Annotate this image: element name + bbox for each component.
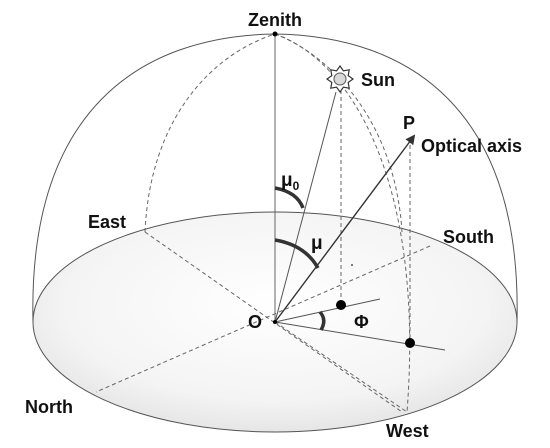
optical-axis-ground-projection: [405, 338, 415, 348]
mu0-label: μ0: [281, 170, 300, 193]
zenith-label: Zenith: [248, 10, 302, 30]
mu0-label-base: μ: [281, 170, 293, 191]
sun-icon: [325, 64, 355, 94]
west-label: West: [386, 421, 429, 441]
mu-angle-arc: [274, 238, 320, 269]
mu0-angle-arc: [274, 186, 305, 209]
small-mark: [351, 264, 353, 266]
origin-point: [273, 320, 277, 324]
sun-ray: [274, 91, 337, 323]
mu0-label-subscript: 0: [293, 179, 300, 193]
sun-label: Sun: [361, 70, 395, 90]
south-label: South: [443, 227, 494, 247]
dome-meridians: [144, 33, 411, 413]
optical-axis-label: Optical axis: [421, 136, 522, 156]
phi-label: Φ: [354, 312, 369, 332]
zenith-point: [272, 31, 278, 37]
mu-label: μ: [311, 233, 323, 254]
origin-label: O: [248, 312, 262, 332]
east-label: East: [88, 212, 126, 232]
projection-lines: [340, 90, 411, 343]
ground-rays: [274, 298, 446, 351]
optical-axis-arrow: [274, 134, 416, 323]
north-label: North: [25, 397, 73, 417]
point-p-label: P: [403, 113, 415, 133]
phi-angle-arc: [318, 310, 326, 331]
sun-ground-projection: [336, 300, 346, 310]
